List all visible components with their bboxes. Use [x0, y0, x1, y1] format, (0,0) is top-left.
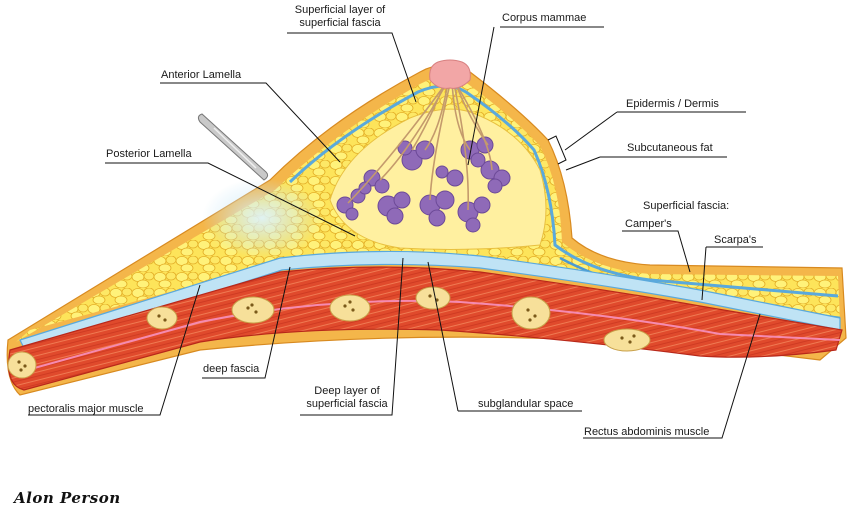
glandular-lobules	[336, 136, 511, 233]
label-campers: Camper's	[625, 218, 672, 230]
fat-island-dots	[17, 294, 636, 372]
nipple	[429, 59, 471, 89]
surgical-instrument	[197, 113, 269, 181]
label-deep-layer: Deep layer of superficial fascia	[297, 385, 397, 411]
author-signature: Alon Person	[14, 489, 121, 507]
fascia-glow	[202, 178, 322, 258]
leader-lines	[28, 26, 763, 439]
label-superficial-layer: Superficial layer of superficial fascia	[285, 4, 395, 30]
label-corpus-mammae: Corpus mammae	[502, 12, 587, 24]
muscle-band	[8, 266, 843, 391]
intramuscular-fat-islands	[7, 286, 651, 379]
label-pectoralis-major: pectoralis major muscle	[28, 403, 144, 415]
label-superficial-layer-line2: superficial fascia	[299, 17, 381, 29]
milk-ducts	[347, 81, 493, 211]
label-anterior-lamella: Anterior Lamella	[161, 69, 242, 81]
label-posterior-lamella: Posterior Lamella	[106, 148, 192, 160]
label-deep-layer-line1: Deep layer of	[314, 385, 380, 397]
label-scarpas: Scarpa's	[714, 234, 757, 246]
epidermis-bracket	[547, 135, 567, 165]
label-rectus-abdominis: Rectus abdominis muscle	[584, 426, 710, 438]
label-epidermis-dermis: Epidermis / Dermis	[626, 98, 719, 110]
label-superficial-fascia: Superficial fascia:	[643, 200, 730, 212]
label-deep-fascia: deep fascia	[203, 363, 260, 375]
label-superficial-layer-line1: Superficial layer of	[294, 4, 386, 16]
label-subcutaneous-fat: Subcutaneous fat	[627, 142, 713, 154]
label-subglandular-space: subglandular space	[478, 398, 574, 410]
label-deep-layer-line2: superficial fascia	[306, 398, 388, 410]
superficial-fascia-line	[288, 84, 839, 298]
